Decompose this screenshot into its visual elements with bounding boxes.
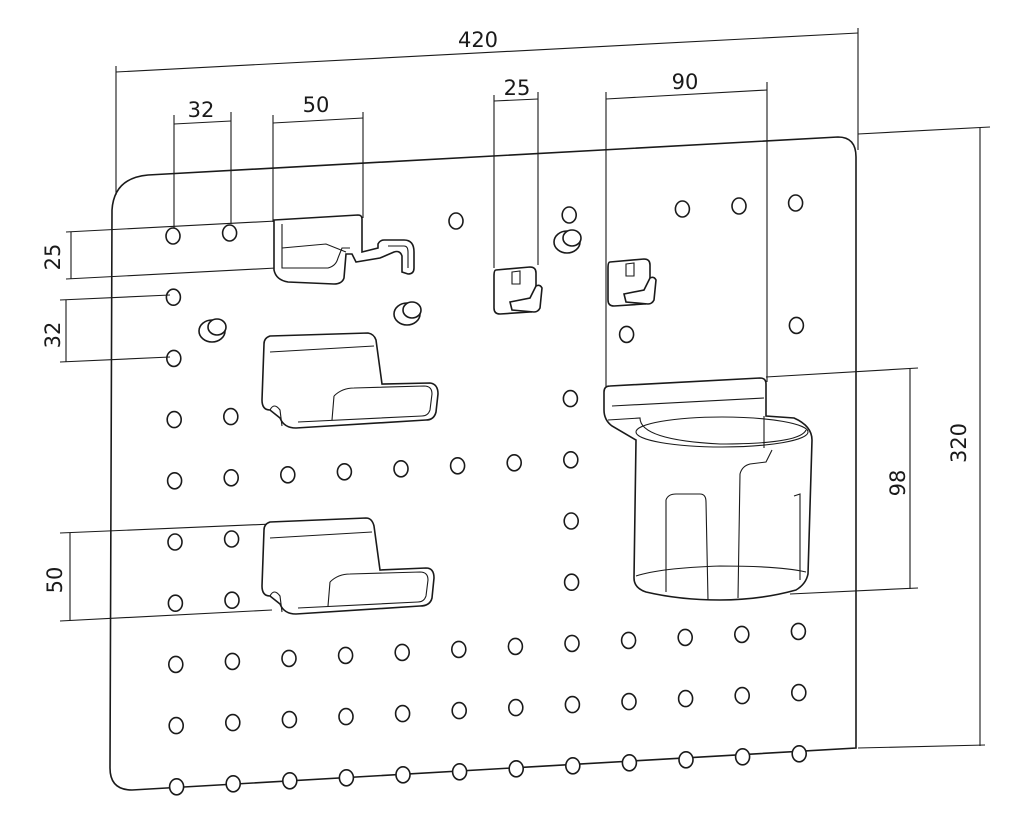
dimension-cup-height-98: 98 — [765, 367, 919, 595]
peg-hole — [168, 716, 184, 735]
dimension-label-98: 98 — [886, 470, 910, 497]
peg-hole — [450, 640, 467, 659]
peg-hole — [168, 655, 184, 674]
dimension-label-420: 420 — [458, 28, 498, 52]
peg-hole — [562, 389, 579, 408]
dimension-tray-width-50: 50 — [272, 93, 364, 222]
peg-hole — [790, 622, 807, 641]
cup-holder — [603, 377, 813, 601]
dimension-label-32h: 32 — [188, 98, 215, 122]
pegboard-outline — [109, 136, 857, 791]
peg-hole — [451, 762, 468, 781]
peg-hole — [618, 325, 635, 344]
peg-hole — [562, 450, 579, 469]
dimension-width-420: 420 — [115, 28, 859, 195]
shelf — [261, 332, 439, 429]
peg-hole — [221, 224, 238, 242]
peg-hole — [338, 707, 354, 726]
peg-hole — [281, 771, 298, 790]
peg-hole — [787, 194, 804, 212]
peg-hole — [506, 453, 523, 472]
dimension-tray-height-25: 25 — [41, 220, 277, 280]
peg-hole — [790, 683, 807, 702]
peg-hole — [395, 765, 411, 784]
dimension-label-25-hook: 25 — [504, 76, 531, 100]
peg-hole — [223, 468, 239, 487]
peg-hole — [337, 646, 354, 665]
peg-hole — [677, 628, 694, 647]
peg-holes — [165, 194, 808, 796]
dimension-hole-spacing-32v: 32 — [41, 294, 171, 363]
peg-hole — [224, 591, 240, 610]
peg-hole — [507, 698, 524, 717]
dimension-label-320: 320 — [947, 423, 971, 463]
peg-hole — [165, 288, 182, 307]
peg-hole — [674, 200, 691, 218]
peg-hole — [507, 637, 524, 656]
peg-hole — [225, 774, 241, 793]
dimension-height-320: 320 — [857, 126, 991, 749]
peg-hole — [279, 465, 296, 484]
peg-hole — [561, 206, 578, 224]
peg-hole — [281, 649, 297, 668]
hook — [607, 258, 657, 307]
peg-hole — [564, 634, 580, 653]
peg-hole — [167, 533, 183, 551]
peg-hole — [223, 530, 240, 548]
peg-hole — [677, 689, 694, 708]
peg-hole — [166, 349, 182, 368]
peg-hole — [281, 710, 298, 729]
peg-hole — [451, 701, 468, 720]
dimension-hook-width-25: 25 — [493, 76, 539, 268]
peg-hole — [734, 686, 751, 705]
peg-hole — [166, 410, 182, 429]
shelf — [261, 517, 435, 615]
peg-hole — [621, 753, 638, 772]
peg — [553, 229, 582, 254]
peg-hole — [678, 750, 694, 769]
peg-hole — [564, 756, 581, 775]
dimension-label-25-tray: 25 — [41, 244, 65, 271]
peg-hole — [449, 456, 466, 475]
dimension-hole-spacing-32h: 32 — [173, 98, 232, 228]
peg-hole — [563, 573, 580, 592]
dimension-label-32v: 32 — [41, 322, 65, 349]
peg-hole — [225, 713, 241, 732]
peg-hole — [733, 625, 750, 644]
peg — [198, 318, 227, 343]
peg-hole — [167, 594, 184, 613]
peg-hole — [223, 407, 239, 426]
peg-hole — [165, 227, 181, 245]
peg-hole — [620, 631, 637, 650]
peg-hole — [168, 777, 185, 796]
peg-hole — [448, 212, 464, 230]
peg-hole — [166, 471, 183, 490]
peg-hole — [791, 744, 808, 763]
peg-hole — [224, 652, 241, 671]
dimension-label-50-shelf: 50 — [43, 567, 67, 594]
dimension-label-90: 90 — [672, 70, 699, 94]
dimension-cup-width-90: 90 — [605, 70, 768, 390]
peg-hole — [508, 759, 525, 778]
dimension-shelf-height-50: 50 — [43, 523, 273, 622]
peg — [393, 301, 422, 326]
peg-hole — [336, 462, 353, 481]
peg-hole — [788, 316, 805, 335]
peg-hole — [731, 197, 747, 215]
peg-hole — [563, 512, 580, 530]
tray-holder — [273, 214, 415, 285]
peg-hole — [394, 704, 411, 723]
peg-hole — [734, 747, 751, 766]
hook — [493, 266, 543, 315]
peg-hole — [393, 459, 409, 478]
peg-hole — [621, 692, 637, 711]
peg-hole — [394, 643, 411, 662]
peg-hole — [338, 768, 355, 787]
peg-hole — [564, 695, 581, 714]
dimension-label-50-tray: 50 — [303, 93, 330, 117]
